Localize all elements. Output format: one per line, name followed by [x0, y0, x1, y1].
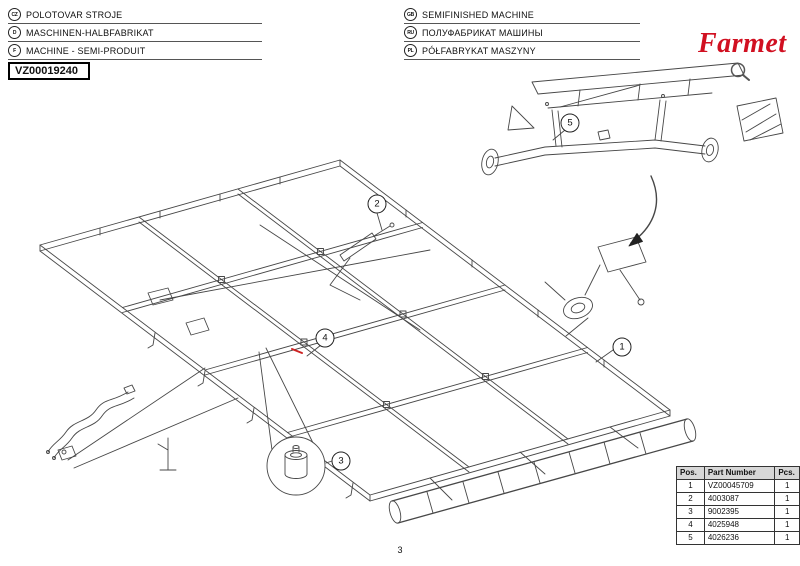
- parts-table: Pos. Part Number Pcs. 1 VZ00045709 1 2 4…: [676, 466, 800, 545]
- transport-axle-folded: [544, 236, 647, 337]
- callout-4: 4: [315, 328, 335, 348]
- cell-pcs: 1: [774, 479, 800, 493]
- language-block-right: GB SEMIFINISHED MACHINE RU ПОЛУФАБРИКАТ …: [404, 6, 640, 60]
- cell-pcs: 1: [774, 505, 800, 519]
- language-row-ru: RU ПОЛУФАБРИКАТ МАШИНЫ: [404, 24, 640, 42]
- document-number: VZ00019240: [8, 62, 90, 80]
- cell-part: 4025948: [703, 518, 776, 532]
- table-row: 1 VZ00045709 1: [676, 479, 800, 493]
- col-header-part: Part Number: [703, 466, 776, 480]
- cz-flag-icon: CZ: [8, 8, 21, 21]
- cell-part: 4003087: [703, 492, 776, 506]
- table-row: 5 4026236 1: [676, 531, 800, 545]
- col-header-pos: Pos.: [676, 466, 705, 480]
- language-row-de: D MASCHINEN-HALBFABRIKAT: [8, 24, 262, 42]
- parts-table-header-row: Pos. Part Number Pcs.: [676, 466, 800, 480]
- cell-pos: 3: [676, 505, 705, 519]
- roller: [388, 418, 697, 524]
- farmet-logo: Farmet: [698, 28, 787, 59]
- center-linkage: [329, 222, 395, 301]
- language-row-fr: F MACHINE - SEMI-PRODUIT: [8, 42, 262, 60]
- drawbar: [57, 367, 239, 471]
- fr-flag-icon: F: [8, 44, 21, 57]
- callout-5: 5: [560, 113, 580, 133]
- cell-pcs: 1: [774, 518, 800, 532]
- cell-pos: 2: [676, 492, 705, 506]
- table-row: 4 4025948 1: [676, 518, 800, 532]
- language-label: MASCHINEN-HALBFABRIKAT: [26, 27, 154, 38]
- cell-pos: 1: [676, 479, 705, 493]
- table-row: 3 9002395 1: [676, 505, 800, 519]
- cell-pcs: 1: [774, 531, 800, 545]
- table-row: 2 4003087 1: [676, 492, 800, 506]
- cell-part: 4026236: [703, 531, 776, 545]
- language-label: ПОЛУФАБРИКАТ МАШИНЫ: [422, 27, 543, 38]
- cell-pos: 4: [676, 518, 705, 532]
- col-header-pcs: Pcs.: [774, 466, 800, 480]
- language-label: PÓŁFABRYKAT MASZYNY: [422, 45, 536, 56]
- detail-mark: [291, 348, 303, 354]
- language-label: SEMIFINISHED MACHINE: [422, 9, 535, 20]
- detail-balloon: [258, 347, 326, 496]
- ru-flag-icon: RU: [404, 26, 417, 39]
- callout-leaders: [306, 129, 614, 464]
- callout-3: 3: [331, 451, 351, 471]
- axle-inset: [481, 62, 784, 176]
- callout-2: 2: [367, 194, 387, 214]
- de-flag-icon: D: [8, 26, 21, 39]
- language-block-left: CZ POLOTOVAR STROJE D MASCHINEN-HALBFABR…: [8, 6, 262, 60]
- language-row-gb: GB SEMIFINISHED MACHINE: [404, 6, 640, 24]
- hydraulic-hoses: [46, 384, 136, 460]
- inset-arrow: [628, 175, 658, 247]
- pl-flag-icon: PL: [404, 44, 417, 57]
- page-number: 3: [397, 545, 403, 555]
- cell-part: 9002395: [703, 505, 776, 519]
- magnifier-icon: [730, 62, 750, 81]
- language-label: POLOTOVAR STROJE: [26, 9, 123, 20]
- language-row-pl: PL PÓŁFABRYKAT MASZYNY: [404, 42, 640, 60]
- language-row-cz: CZ POLOTOVAR STROJE: [8, 6, 262, 24]
- cell-part: VZ00045709: [703, 479, 776, 493]
- gb-flag-icon: GB: [404, 8, 417, 21]
- language-label: MACHINE - SEMI-PRODUIT: [26, 45, 146, 56]
- cell-pos: 5: [676, 531, 705, 545]
- callout-1: 1: [612, 337, 632, 357]
- cell-pcs: 1: [774, 492, 800, 506]
